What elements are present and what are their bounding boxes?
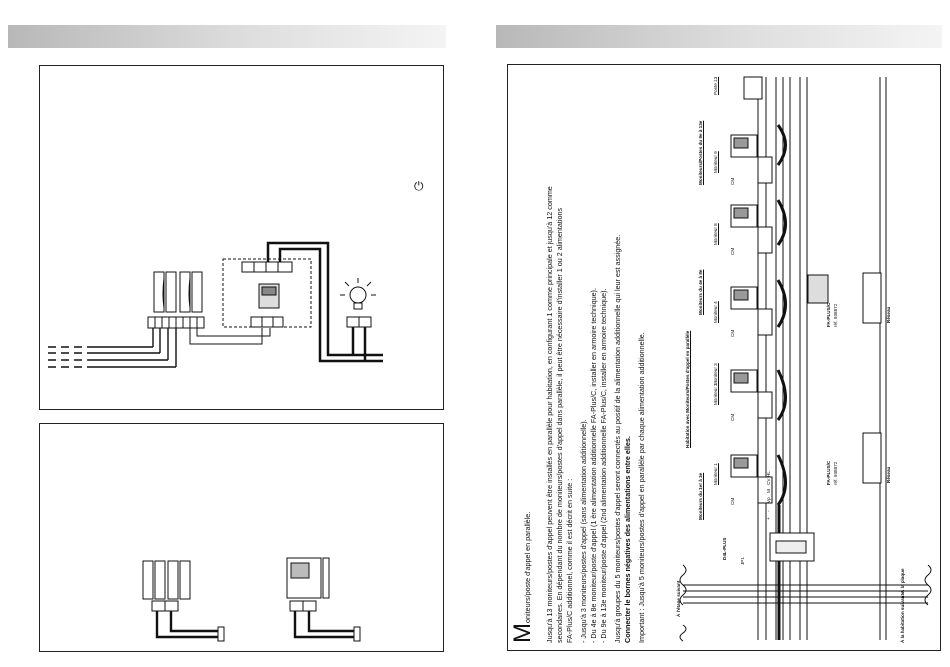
terminal-m: M xyxy=(766,489,771,493)
bottom-left-schematic xyxy=(142,557,361,642)
poste-13-label: Poste 13 xyxy=(713,76,718,95)
top-left-schematic xyxy=(48,241,383,368)
psu-2-label: FA-PLUS/C xyxy=(826,302,831,327)
terminal-vp: Vp xyxy=(766,497,771,503)
cm-label-2: CM xyxy=(730,413,735,421)
monitor-2-label: Moniteur 2 xyxy=(713,383,718,405)
psu-1-label: FA-PLUS/C xyxy=(826,460,831,485)
monitor-9-label: Moniteur 9 xyxy=(713,151,718,173)
monitor-8-label: Moniteur 8 xyxy=(713,223,718,245)
cm-label-1: CM xyxy=(730,497,735,505)
diagram-title: Habitation avec Moniteurs/Postes d'appel… xyxy=(685,330,690,448)
psu-2-ref: réf. 938872 xyxy=(833,303,838,327)
monitor-3-label: Moniteur 3 xyxy=(713,363,718,385)
reseau-label-1: Réseau xyxy=(886,466,891,483)
cm-label-4: CM xyxy=(730,247,735,255)
power-icon: ⏻ xyxy=(414,179,424,193)
parallel-wiring-schematic xyxy=(679,76,932,642)
terminal-minus: - xyxy=(766,510,771,512)
group-2-label: Moniteurs du 4e à 8e xyxy=(698,269,703,315)
terminal-plus: + xyxy=(766,517,771,520)
monitor-1-label: Moniteur 1 xyxy=(713,463,718,485)
to-next-floor-label: À l'étage suivant xyxy=(676,580,681,617)
psu-1-ref: réf. 938872 xyxy=(833,461,838,485)
wiring-diagram-top-left: ⏻ xyxy=(39,65,444,410)
group-3-label: Moniteurs/Postes du 9e à 13e xyxy=(698,120,703,185)
terminal-hl: HL xyxy=(766,471,771,477)
to-next-home-label: À la habitation suivante xyxy=(900,591,905,643)
reseau-label-2: Réseau xyxy=(886,306,891,323)
cm-label-3: CM xyxy=(730,329,735,337)
parallel-monitors-page: Moniteurs/poste d'appel en parallèle. Ju… xyxy=(507,64,941,651)
wiring-diagram-bottom-left xyxy=(39,423,444,652)
group-1-label: Moniteurs du 1er à 3e xyxy=(698,472,703,520)
jp-label: JP1 xyxy=(740,557,745,565)
header-bar-right xyxy=(496,25,942,48)
distributor-label: D4L-PLUS xyxy=(722,537,727,560)
terminal-cv: CV xyxy=(766,478,771,485)
to-panel-label: À la plaque xyxy=(900,568,905,593)
monitor-4-label: Moniteur 4 xyxy=(713,301,718,323)
cm-label-5: CM xyxy=(730,177,735,185)
header-bar-left xyxy=(8,25,446,48)
